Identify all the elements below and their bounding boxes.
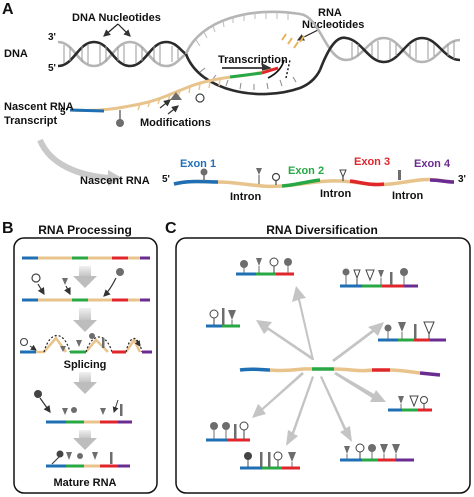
modifications-label: Modifications [140,117,211,129]
processing-arrow-1-head [73,276,97,288]
panel-b-letter: B [2,220,14,237]
exon3-label: Exon 3 [354,156,390,168]
dna-helix-right [299,12,461,71]
nascent-transcript-line2: Transcript [4,115,58,127]
splicing-label: Splicing [64,359,107,371]
diversification-arrows [252,286,386,446]
panel-c-frame [175,237,471,494]
exon2-segment [281,178,321,188]
isoform-right [388,395,432,412]
polymerase-dashed [285,59,291,79]
panel-c: C RNA Diversification [165,220,471,494]
exon4-segment [429,178,455,184]
triangle-mod-icon [170,92,182,100]
processing-strand-4 [34,390,132,424]
panel-a: A DNA Nucleotides RNA Nucleotides DNA 3'… [2,1,466,203]
nascent-5prime-label: 5' [60,107,68,118]
processing-arrow-3-shaft [79,372,91,384]
isoform-bottom-left [206,421,250,442]
dna-nucleotide-pointer-1 [103,23,119,37]
panel-b-title: RNA Processing [38,223,132,237]
processing-mods-2 [31,268,124,297]
processing-arrow-1-shaft [79,266,91,278]
processing-arrow-4-head [73,438,97,450]
panel-c-letter: C [165,220,177,237]
isoform-top-left [236,257,294,276]
polymerase-front [267,59,285,79]
nascent-transcript-line1: Nascent RNA [4,101,74,113]
flow-arrow-head [108,170,122,186]
exon3-segment [349,179,385,187]
dna-5prime-label: 5' [48,63,56,74]
intron-label-2: Intron [320,188,351,200]
dna-3prime-label: 3' [48,32,56,43]
flow-arrow-shaft [37,138,111,181]
isoform-mid-left [206,308,240,328]
nascent-rna-synthesized [69,66,279,113]
rna-nucleotide-pointer [296,29,319,41]
dna-label: DNA [4,48,28,60]
exon1-label: Exon 1 [180,158,216,170]
panel-a-letter: A [2,1,14,18]
exon1-segment [173,179,219,186]
intron-label-1: Intron [230,191,261,203]
nascent-rna-5prime: 5' [162,174,170,185]
rna-nucleotides-line1: RNA [318,7,342,19]
transcription-label: Transcription [218,54,288,66]
center-rna-strand [239,367,441,377]
processing-arrow-4-shaft [79,430,91,440]
dna-nucleotides-label: DNA Nucleotides [72,12,161,24]
nascent-rna-3prime: 3' [458,174,466,185]
methyl-mod-icon [116,119,124,127]
nascent-rna-strand [173,168,455,189]
exon4-label: Exon 4 [414,158,451,170]
intron-label-3: Intron [392,190,423,202]
hollow-mod-icon [195,93,205,103]
exon2-label: Exon 2 [288,165,324,177]
panel-b: B RNA Processing [2,220,158,494]
panel-b-frame [13,237,158,494]
isoform-bottom-right [340,443,414,462]
nascent-transcript-label: Nascent RNA Transcript [4,101,74,127]
panel-c-title: RNA Diversification [266,223,378,237]
dna-helix-left [57,40,187,68]
nascent-modifications [116,92,205,127]
isoform-top-right [340,268,418,288]
incoming-rna-nucleotides [281,33,305,49]
processing-arrow-3-head [73,382,97,394]
processing-arrow-2-head [73,320,97,332]
isoform-mid-right [378,321,446,342]
processing-strand-3 [19,333,152,354]
isoform-bottom-center [240,451,300,470]
processing-arrow-2-shaft [79,308,91,322]
nascent-rna-label: Nascent RNA [80,175,150,187]
mature-rna-label: Mature RNA [54,477,117,489]
dna-nucleotide-pointer-2 [117,23,131,37]
mature-rna-strand [46,450,130,468]
